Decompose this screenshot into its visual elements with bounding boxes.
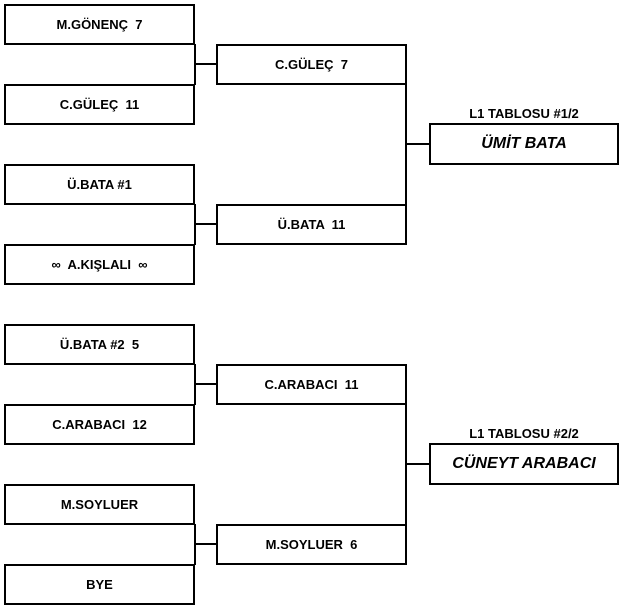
- bracket1-round2-slot-2: Ü.BATA 11: [216, 204, 407, 245]
- bracket1-final-connector-horizontal: [406, 143, 430, 145]
- bracket2-round1-slot-2: C.ARABACI 12: [4, 404, 195, 445]
- bracket2-round1-slot-1: Ü.BATA #2 5: [4, 324, 195, 365]
- bracket1-round2-slot-1: C.GÜLEÇ 7: [216, 44, 407, 85]
- bracket2-round2-slot-2: M.SOYLUER 6: [216, 524, 407, 565]
- bracket1-title: L1 TABLOSU #1/2: [469, 106, 579, 121]
- bracket2-connector-horizontal-b: [195, 543, 217, 545]
- bracket2-connector-horizontal-a: [195, 383, 217, 385]
- bracket1-winner: ÜMİT BATA: [429, 123, 619, 165]
- bracket1-round1-slot-4: ∞ A.KIŞLALI ∞: [4, 244, 195, 285]
- bracket2-final-connector-horizontal: [406, 463, 430, 465]
- bracket2-round2-slot-1: C.ARABACI 11: [216, 364, 407, 405]
- bracket2-round1-slot-3: M.SOYLUER: [4, 484, 195, 525]
- bracket1-round1-slot-3: Ü.BATA #1: [4, 164, 195, 205]
- bracket1-connector-horizontal-b: [195, 223, 217, 225]
- bracket1-round1-slot-2: C.GÜLEÇ 11: [4, 84, 195, 125]
- bracket2-round1-slot-4: BYE: [4, 564, 195, 605]
- bracket1-connector-horizontal-a: [195, 63, 217, 65]
- bracket2-winner: CÜNEYT ARABACI: [429, 443, 619, 485]
- bracket2-title: L1 TABLOSU #2/2: [469, 426, 579, 441]
- bracket1-round1-slot-1: M.GÖNENÇ 7: [4, 4, 195, 45]
